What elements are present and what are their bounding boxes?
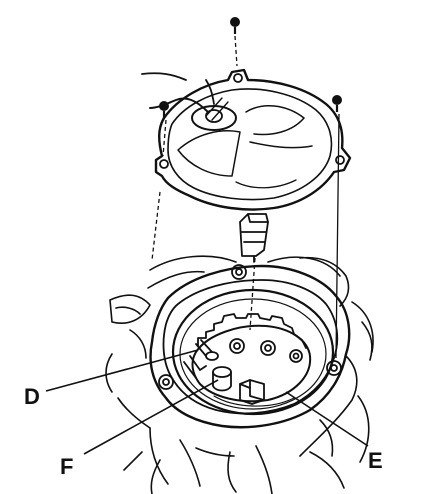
mounting-screw — [159, 101, 169, 118]
flange-bolt-hole — [158, 374, 174, 390]
callout-label-f: F — [60, 454, 73, 479]
callout-label-d: D — [24, 384, 40, 409]
flange-bolt-hole — [231, 264, 247, 280]
tank-mount-flange — [149, 264, 351, 429]
flange-bolt-hole — [326, 360, 342, 376]
harness-connector — [239, 213, 269, 263]
leader-line-e — [285, 391, 369, 447]
access-cover-plate — [141, 68, 352, 211]
mounting-screw — [230, 17, 240, 34]
pump-top-plate — [191, 324, 312, 403]
mounting-screw — [332, 95, 342, 112]
fuel-pump-module — [149, 264, 351, 429]
leader-lines — [45, 349, 369, 455]
leader-line-d — [45, 349, 199, 392]
leader-line-f — [83, 379, 219, 455]
background-engine-sketch — [105, 255, 374, 494]
callout-label-e: E — [368, 448, 383, 473]
alignment-guide-lines — [151, 35, 340, 359]
